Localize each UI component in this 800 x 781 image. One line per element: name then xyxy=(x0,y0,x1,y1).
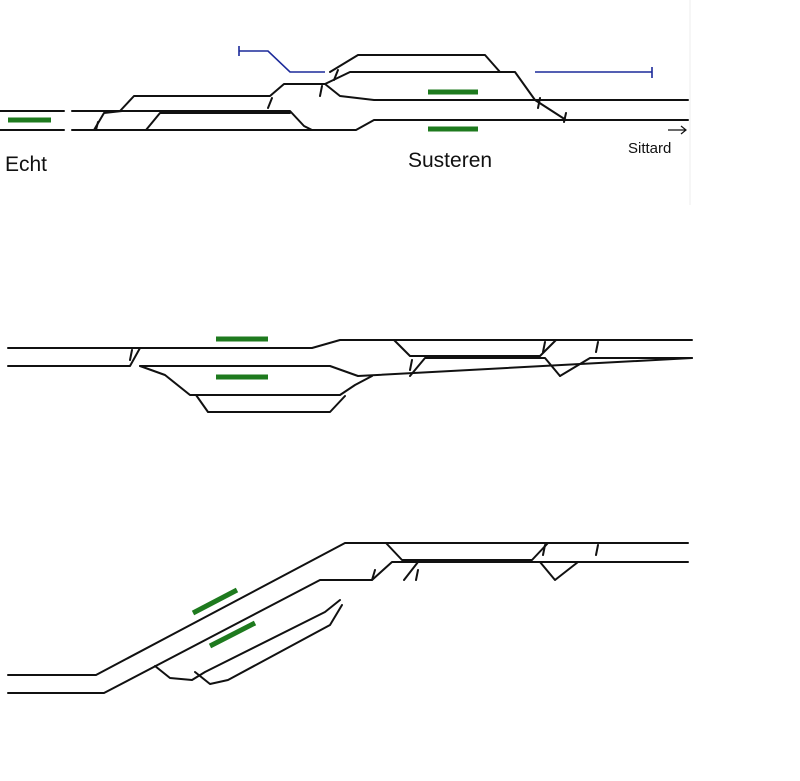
station-loop-inner-a xyxy=(195,394,346,413)
upper-main-track-b xyxy=(7,542,689,676)
label-echt: Echt xyxy=(5,153,47,176)
station-outer-loop xyxy=(329,54,501,73)
scene-current-layout: Echt Susteren Sittard xyxy=(0,46,689,176)
crossover-ticks-a xyxy=(129,341,599,371)
middle-track-a xyxy=(139,357,693,377)
lower-main-track xyxy=(0,119,689,131)
east-loop-lower-b xyxy=(403,561,579,581)
upper-main-track xyxy=(0,83,689,112)
station-loop-b xyxy=(154,599,341,681)
station-middle-loop xyxy=(324,71,567,121)
platform-b-south xyxy=(208,620,257,649)
label-sittard: Sittard xyxy=(628,140,671,157)
east-loop-a xyxy=(393,339,557,357)
arrow-right-icon xyxy=(668,125,687,135)
upper-main-track-a xyxy=(7,339,693,349)
crossover-ticks-b xyxy=(371,544,599,581)
station-loop-inner-b xyxy=(194,604,343,685)
blue-siding-left xyxy=(238,46,325,73)
label-susteren: Susteren xyxy=(408,149,492,172)
station-loop-a xyxy=(139,365,373,396)
east-loop-b xyxy=(385,542,549,561)
right-tracks-a xyxy=(559,357,693,377)
passing-loop-inner xyxy=(145,112,291,131)
blue-siding-right xyxy=(535,67,653,78)
platform-b-north xyxy=(191,587,239,616)
lower-main-track-b xyxy=(7,561,689,694)
lower-main-track-a xyxy=(7,347,141,367)
scene-variant-a xyxy=(7,336,693,413)
east-loop-lower-a xyxy=(409,357,561,377)
scene-variant-b xyxy=(7,542,689,694)
crossover-ticks xyxy=(95,69,567,131)
passing-loop xyxy=(93,110,313,131)
